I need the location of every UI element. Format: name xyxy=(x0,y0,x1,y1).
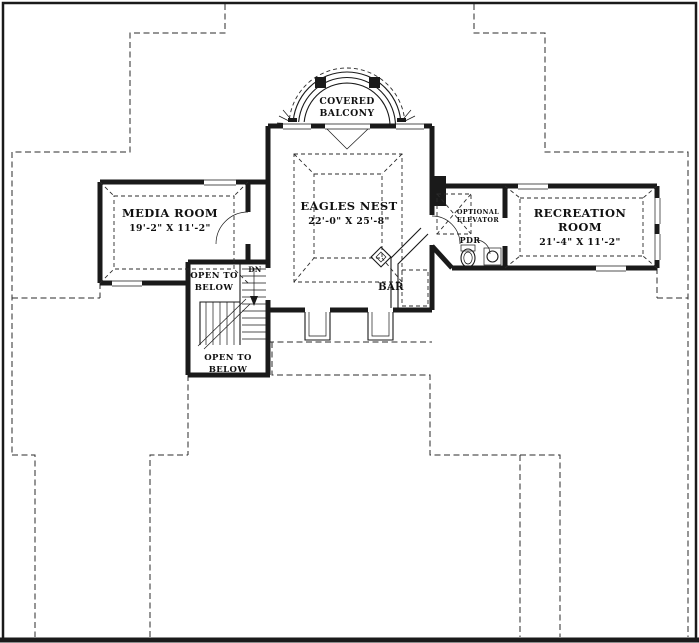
rec-bottom-window-gap xyxy=(596,264,626,272)
pdr-door-swing xyxy=(475,239,491,255)
eagles-nest-label: EAGLES NEST xyxy=(300,199,397,213)
elevator-label-line1: OPTIONAL xyxy=(457,208,499,216)
balcony-label-line1: COVERED xyxy=(319,96,374,107)
media-door-swing xyxy=(215,211,249,245)
rec-tray-ceiling xyxy=(519,197,644,257)
eagles-top-window-right-gap xyxy=(396,122,424,130)
bar-sink-icon xyxy=(370,246,392,268)
rec-room-label-line1: RECREATION xyxy=(534,206,627,220)
balcony-label-line2: BALCONY xyxy=(319,108,374,119)
powder-room: PDR xyxy=(460,235,502,268)
eagles-nest-dims: 22'-0" X 25'-8" xyxy=(308,216,390,227)
rec-right-window1-gap xyxy=(653,198,661,224)
bar-label: BAR xyxy=(378,282,404,293)
bar-sink-basin xyxy=(375,251,387,263)
dashed-outline-bottom-right-step xyxy=(520,454,561,637)
eagles-top-window-right xyxy=(396,123,424,130)
open-below-top-line1: OPEN TO xyxy=(190,271,238,281)
stairs: DN OPEN TO BELOW OPEN TO BELOW xyxy=(190,262,266,375)
balcony-column-left xyxy=(315,77,326,88)
rec-tray-corners xyxy=(504,185,658,269)
dashed-outline-upper-right xyxy=(473,4,689,637)
stairs-direction-arrow xyxy=(250,296,258,306)
toilet-bowl-inner xyxy=(463,251,473,265)
elevator-shaft-dashed xyxy=(436,193,472,235)
sink-counter xyxy=(483,247,502,266)
stair-treads-left-flight xyxy=(205,302,235,345)
lower-floor-dashed-outline xyxy=(11,4,689,637)
balcony-roof-dashed-arc xyxy=(288,67,406,127)
balcony-door-threshold xyxy=(325,123,370,130)
rec-top-window-gap xyxy=(518,182,548,190)
bay-window-right-inner xyxy=(371,312,390,337)
bar-counter-inner xyxy=(390,227,422,308)
covered-balcony: COVERED BALCONY xyxy=(276,67,418,150)
media-room-dims: 19'-2" X 11'-2" xyxy=(129,223,211,234)
bay-window-left-inner xyxy=(308,312,327,337)
eagles-nest: EAGLES NEST 22'-0" X 25'-8" xyxy=(293,153,403,283)
eagles-door-swing xyxy=(431,215,461,245)
eagles-tray-corners xyxy=(293,153,403,283)
recreation-room: RECREATION ROOM 21'-4" X 11'-2" xyxy=(504,185,658,269)
rec-bottom-window xyxy=(596,265,626,272)
media-tray-ceiling xyxy=(113,195,235,270)
walls xyxy=(97,123,660,378)
bay-window-right xyxy=(367,312,394,341)
balcony-inner-arc xyxy=(303,82,391,127)
elevator-x-mark xyxy=(436,193,472,235)
rec-right-window2 xyxy=(654,234,661,260)
optional-elevator: OPTIONAL ELEVATOR xyxy=(436,193,499,235)
windows xyxy=(112,122,661,287)
toilet-tank xyxy=(460,244,476,252)
bar-counter-outer xyxy=(397,233,429,308)
bay-window-left xyxy=(304,312,331,341)
balcony-door-swing xyxy=(326,128,369,150)
eagles-tray-outer xyxy=(293,153,403,283)
bar: BAR xyxy=(370,227,429,308)
open-below-top-line2: BELOW xyxy=(195,283,234,293)
chimney xyxy=(430,176,446,206)
rec-right-window2-gap xyxy=(653,234,661,260)
bar-under-counter-dashed xyxy=(401,269,429,307)
media-top-window-gap xyxy=(204,178,236,186)
media-bottom-window-gap xyxy=(112,279,142,287)
elevator-label-line2: ELEVATOR xyxy=(457,216,499,224)
pdr-diagonal-wall xyxy=(430,244,454,270)
dashed-outline-lower-left-step xyxy=(12,454,36,637)
stairs-break-line xyxy=(197,298,251,350)
media-bottom-window xyxy=(112,280,142,287)
eagles-top-window-left-gap xyxy=(283,122,311,130)
dashed-outline-upper-left xyxy=(11,4,226,455)
pdr-label: PDR xyxy=(460,235,481,245)
eagles-top-window-left xyxy=(283,123,311,130)
rec-right-window1 xyxy=(654,198,661,224)
open-below-bottom-line2: BELOW xyxy=(209,365,248,375)
rec-room-dims: 21'-4" X 11'-2" xyxy=(539,237,621,248)
toilet-icon xyxy=(460,248,476,268)
dashed-outline-bottom-center xyxy=(271,342,521,637)
media-tray-corners xyxy=(99,181,249,284)
media-top-window xyxy=(204,179,236,186)
balcony-mid-arc xyxy=(297,77,397,127)
media-room: MEDIA ROOM 19'-2" X 11'-2" xyxy=(99,181,249,284)
sink-icon xyxy=(486,250,499,263)
open-below-bottom-line1: OPEN TO xyxy=(204,353,252,363)
stairs-dn-label: DN xyxy=(248,265,261,274)
balcony-column-right xyxy=(369,77,380,88)
dashed-outline-lower-left-inner xyxy=(149,454,188,637)
rec-room-label-line2: ROOM xyxy=(558,220,602,234)
media-room-label: MEDIA ROOM xyxy=(122,206,218,220)
eagles-tray-inner xyxy=(313,173,383,259)
balcony-outer-arc xyxy=(292,71,402,127)
rec-top-window xyxy=(518,183,548,190)
